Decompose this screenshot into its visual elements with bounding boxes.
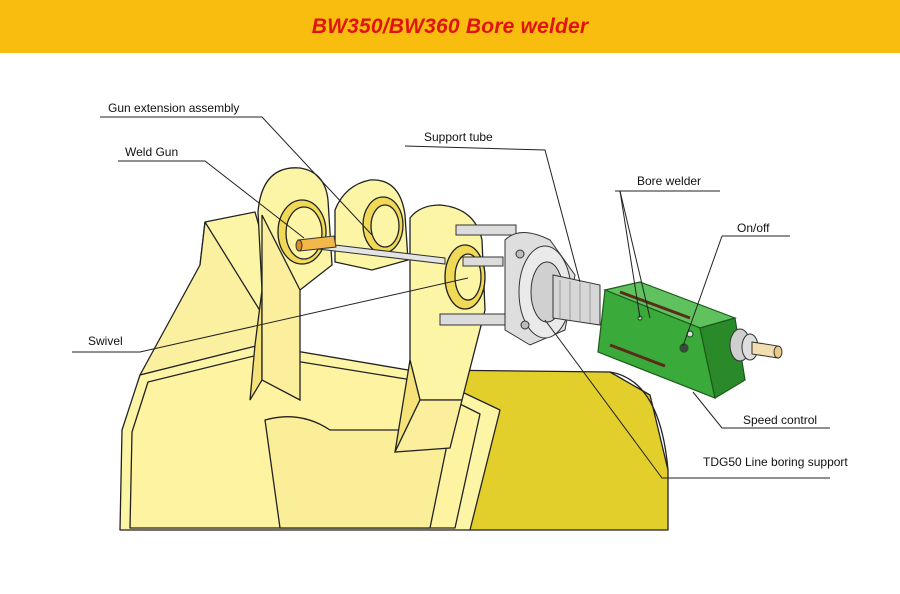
leader-line-boring: [544, 319, 830, 479]
leader-bore-welder-a: [619, 190, 651, 319]
label-swivel: Swivel: [88, 334, 123, 348]
leader-bore-welder-b: [619, 190, 641, 319]
leader-weld-gun: [118, 160, 305, 239]
weld-gun-nozzle: [295, 235, 337, 252]
label-bore-welder: Bore welder: [637, 174, 701, 188]
leader-speed-control: [692, 391, 830, 429]
label-on-off: On/off: [737, 221, 770, 235]
support-tube: [552, 274, 601, 326]
lug-mid: [334, 179, 409, 271]
rear-knob: [729, 328, 783, 362]
label-line-boring-support: TDG50 Line boring support: [703, 455, 848, 469]
label-weld-gun: Weld Gun: [125, 145, 178, 159]
lug-left: [249, 167, 333, 402]
leader-lines: [72, 116, 830, 479]
leader-onoff: [682, 235, 723, 347]
title-bar: BW350/BW360 Bore welder: [0, 0, 900, 53]
label-speed-control: Speed control: [743, 413, 817, 427]
label-support-tube: Support tube: [424, 130, 493, 144]
leader-gun-extension: [100, 116, 373, 236]
page-title: BW350/BW360 Bore welder: [311, 14, 589, 38]
label-gun-extension-assembly: Gun extension assembly: [108, 101, 239, 115]
leader-support-tube: [404, 145, 581, 283]
leader-swivel: [72, 277, 469, 353]
